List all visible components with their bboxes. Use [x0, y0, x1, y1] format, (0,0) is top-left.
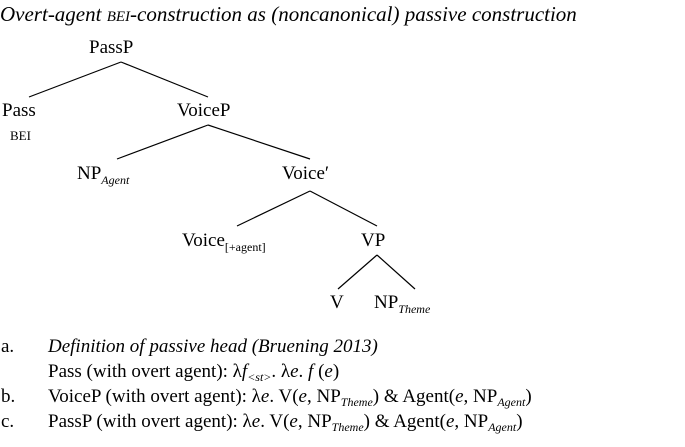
node-passp: PassP	[89, 37, 134, 58]
branch-vp-v	[337, 254, 378, 290]
diagram-title: Overt-agent bei-construction as (noncano…	[0, 2, 577, 26]
definition-a-title: Definition of passive head (Bruening 201…	[48, 336, 378, 357]
tree-branches	[28, 61, 416, 290]
node-np-agent: NPAgent	[77, 163, 130, 187]
branch-voicep-voicebar	[207, 124, 311, 160]
definition-a-label: a.	[1, 336, 15, 357]
branch-voicep-np	[116, 124, 209, 160]
node-pass: Pass	[2, 100, 36, 121]
node-v: V	[330, 292, 344, 313]
branch-voicebar-vp	[309, 190, 378, 227]
node-vp: VP	[361, 230, 386, 251]
branch-passp-pass	[28, 61, 122, 98]
branch-passp-voicep	[120, 61, 209, 98]
definition-b-label: b.	[1, 386, 16, 407]
definition-c-label: c.	[1, 411, 15, 432]
node-voice: Voice[+agent]	[182, 230, 266, 254]
branch-voicebar-voice	[236, 190, 311, 227]
node-np-theme: NPTheme	[374, 292, 431, 316]
node-voicep: VoiceP	[177, 100, 231, 121]
node-voicebar: Voice′	[282, 163, 330, 184]
branch-vp-np	[376, 254, 416, 290]
node-pass-bei: BEI	[10, 128, 31, 143]
